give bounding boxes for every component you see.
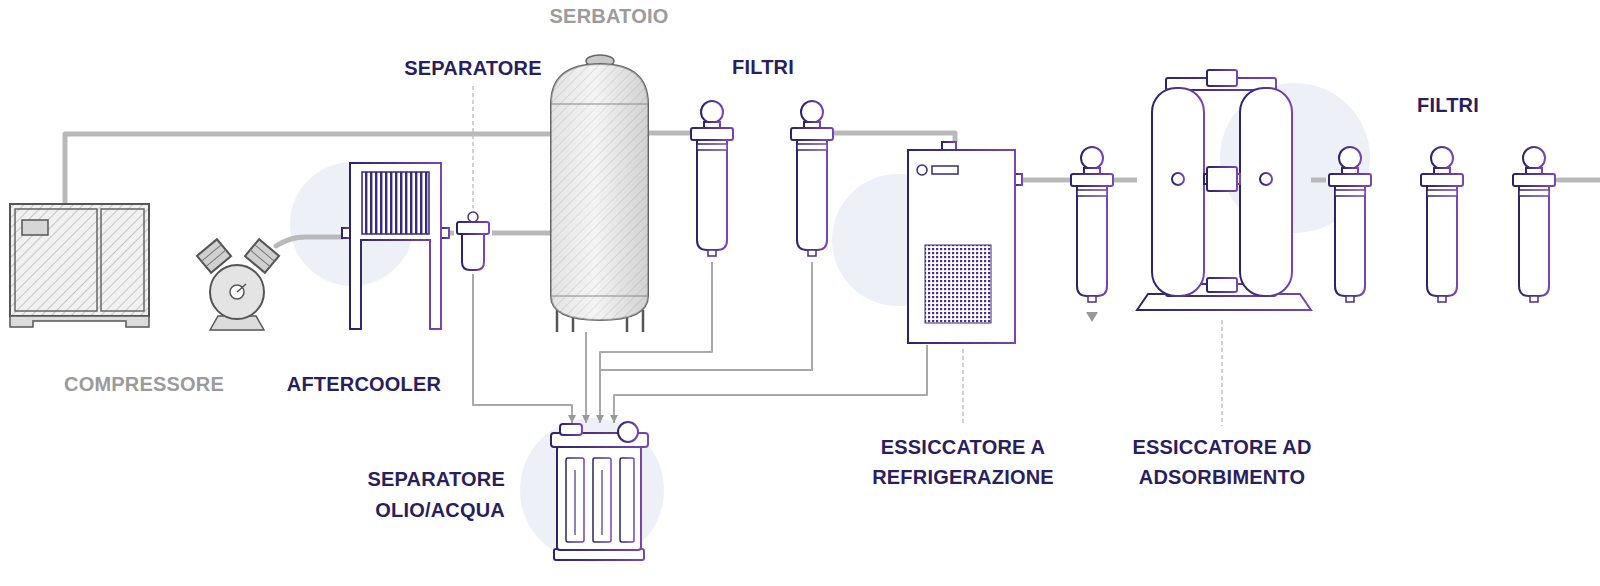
compressor-node: COMPRESSORE — [10, 204, 149, 329]
compressor-unit — [15, 209, 97, 311]
refrigeration-dryer — [942, 142, 956, 150]
component-label: FILTRI — [732, 55, 794, 79]
oil-water-separator — [618, 422, 638, 442]
piston-compressor — [206, 250, 226, 267]
oil-water-separator — [620, 458, 634, 542]
air-pipe — [834, 133, 955, 142]
refrigeration-dryer — [908, 150, 1015, 343]
oil-water-separator — [566, 458, 584, 542]
piston-compressor — [250, 250, 270, 267]
oil-water-separator — [601, 470, 602, 535]
filter-group-node: FILTRI — [1326, 146, 1558, 308]
tank-vessel — [551, 64, 648, 320]
adsorption-dryer — [1207, 278, 1237, 292]
air-pipe — [492, 231, 551, 236]
compressor-unit — [10, 316, 149, 327]
separator-unit — [457, 212, 489, 270]
oil-water-separator — [560, 424, 582, 435]
aftercooler-unit — [350, 163, 441, 329]
piston-compressor — [237, 284, 246, 292]
compressor-unit — [10, 204, 149, 316]
piston-compressor — [197, 239, 231, 273]
highlight-circle — [520, 418, 664, 562]
component-label: SEPARATORE OLIO/ACQUA — [335, 464, 505, 526]
oil-water-separator-node: SEPARATORE OLIO/ACQUA — [551, 423, 648, 566]
piston-compressor — [197, 239, 231, 273]
tank-vessel — [642, 310, 645, 332]
separator-unit — [462, 234, 484, 270]
oil-water-separator — [557, 446, 641, 550]
tank-vessel — [551, 104, 648, 105]
refrigeration-dryer — [932, 166, 958, 174]
component-label: ESSICCATORE A REFRIGERAZIONE — [843, 432, 1083, 492]
oil-water-separator — [574, 470, 575, 535]
component-label: AFTERCOOLER — [287, 372, 441, 396]
oil-water-separator — [593, 458, 611, 542]
leader-line — [962, 349, 964, 426]
component-label: COMPRESSORE — [64, 372, 224, 396]
tank-vessel — [551, 55, 648, 332]
component-label: FILTRI — [1417, 93, 1479, 117]
aftercooler-unit — [362, 172, 429, 234]
adsorption-dryer — [1207, 167, 1237, 191]
filter-group-node: FILTRI — [690, 100, 834, 262]
separator-unit — [457, 222, 489, 234]
air-pipe — [1311, 178, 1326, 183]
tank-vessel — [556, 310, 559, 332]
filter-unit — [1421, 147, 1463, 302]
pipe — [276, 237, 342, 246]
tank-vessel — [551, 64, 648, 320]
drain-line — [585, 332, 587, 423]
refrigeration-dryer — [925, 245, 991, 323]
leader-line — [1221, 320, 1223, 426]
separator-unit — [468, 212, 478, 222]
adsorption-dryer-node: ESSICCATORE AD ADSORBIMENTO — [1137, 70, 1311, 316]
filter-unit — [691, 101, 1555, 302]
piston-compressor — [245, 239, 279, 273]
adsorption-dryer — [1152, 88, 1204, 296]
component-label: SEPARATORE — [404, 56, 542, 80]
air-pipe — [65, 134, 551, 204]
adsorption-dryer — [1240, 88, 1292, 296]
compressor-unit — [101, 209, 144, 311]
piston-compressor — [245, 239, 279, 273]
piston-compressor — [201, 245, 221, 262]
filter-unit — [791, 101, 833, 256]
filter-unit — [1329, 147, 1371, 302]
adsorption-dryer — [1137, 70, 1311, 310]
oil-water-separator — [551, 422, 648, 560]
refrigeration-dryer — [908, 142, 1022, 343]
refrigeration-dryer-node: ESSICCATORE A REFRIGERAZIONE — [908, 142, 1022, 345]
filter-unit — [691, 101, 733, 256]
drain-arrow — [1086, 312, 1098, 322]
component-label: ESSICCATORE AD ADSORBIMENTO — [1117, 432, 1327, 492]
component-label: SERBATOIO — [550, 4, 669, 28]
tank-vessel — [551, 296, 648, 297]
air-pipe — [648, 131, 690, 136]
adsorption-dryer — [1172, 173, 1184, 185]
separator-node: SEPARATORE — [454, 212, 492, 274]
aftercooler-unit — [342, 163, 449, 329]
filter-unit — [1071, 147, 1113, 302]
piston-compressor — [210, 265, 264, 319]
drain-line — [614, 345, 927, 423]
compressor-unit — [22, 220, 48, 235]
aftercooler-node: AFTERCOOLER — [342, 163, 449, 329]
adsorption-dryer — [1207, 70, 1237, 86]
filter-unit — [1513, 147, 1555, 302]
highlight-circle — [290, 83, 1370, 562]
leader-line — [472, 86, 474, 208]
adsorption-dryer — [1260, 173, 1272, 185]
pipe — [1558, 178, 1600, 183]
drain-arrow — [1086, 312, 1098, 322]
compressor-unit — [10, 204, 149, 327]
refrigeration-dryer — [917, 165, 927, 175]
tank-node: SERBATOIO — [551, 56, 648, 332]
piston-compressor — [255, 245, 275, 262]
piston-compressor — [197, 239, 279, 330]
